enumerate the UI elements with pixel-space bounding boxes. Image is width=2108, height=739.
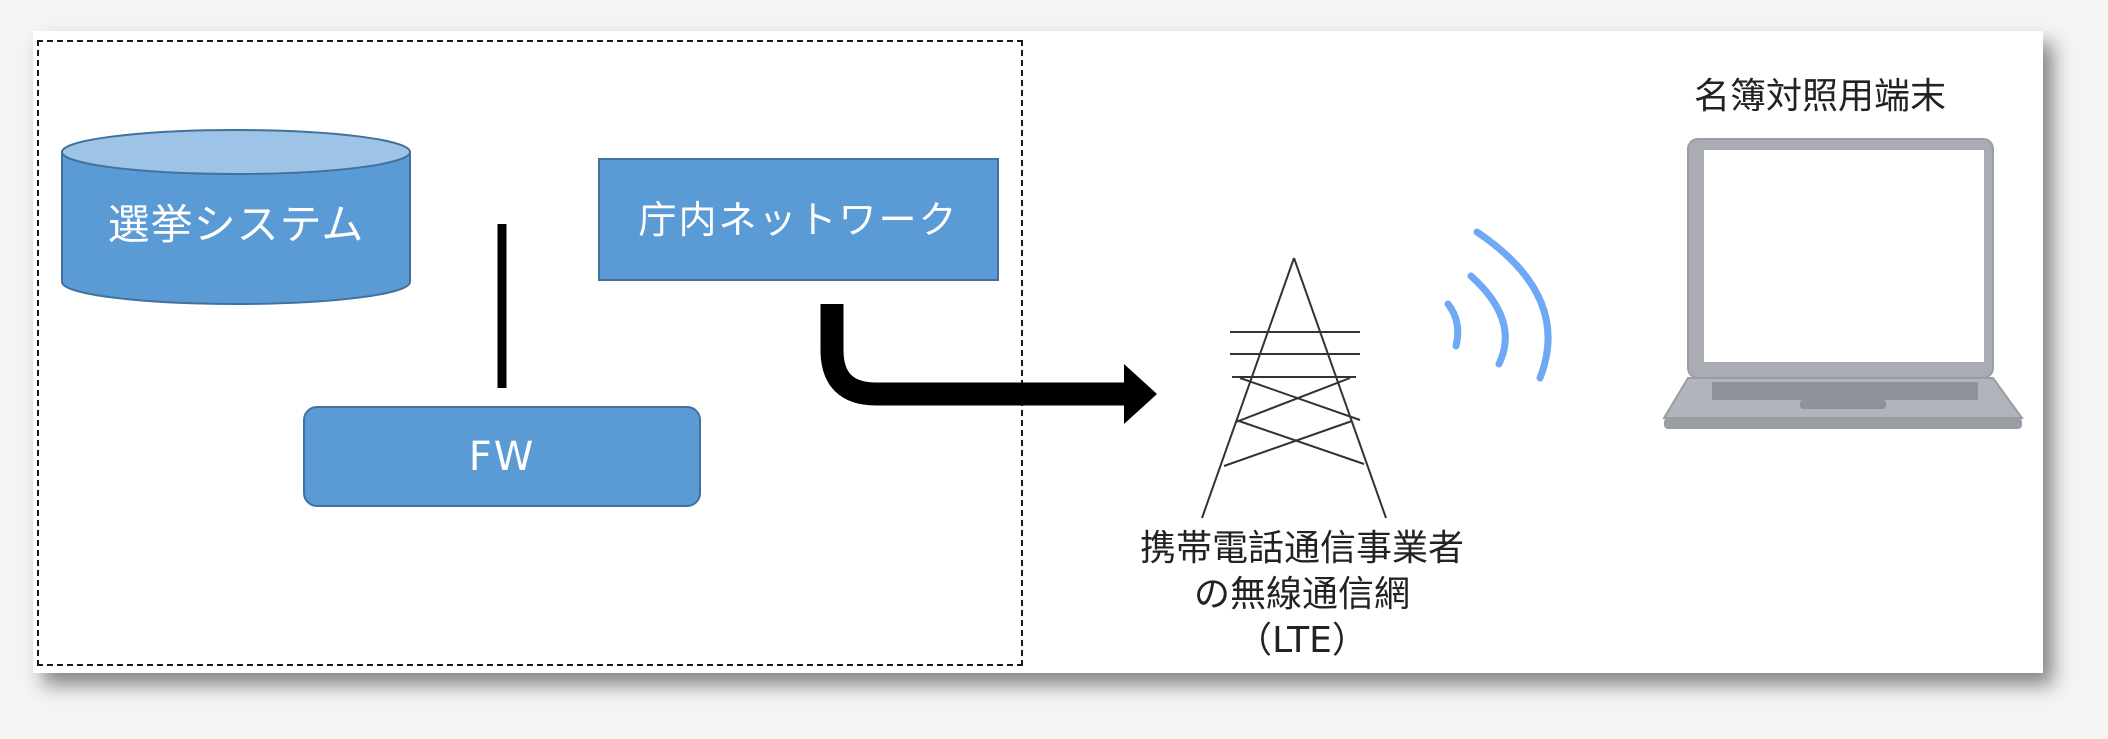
network-box: 庁内ネットワーク [598,158,999,281]
network-label: 庁内ネットワーク [638,197,959,242]
carrier-label: 携帯電話通信事業者 の無線通信網 （LTE） [1102,526,1502,664]
office-boundary [37,40,1023,666]
carrier-label-line-3: （LTE） [1236,620,1368,661]
carrier-label-line-1: 携帯電話通信事業者 [1139,528,1464,569]
firewall-box: FW [303,406,701,507]
carrier-label-line-2: の無線通信網 [1193,574,1410,615]
firewall-label: FW [468,433,536,480]
terminal-label: 名簿対照用端末 [1693,76,1946,117]
database-label: 選挙システム [107,200,365,249]
